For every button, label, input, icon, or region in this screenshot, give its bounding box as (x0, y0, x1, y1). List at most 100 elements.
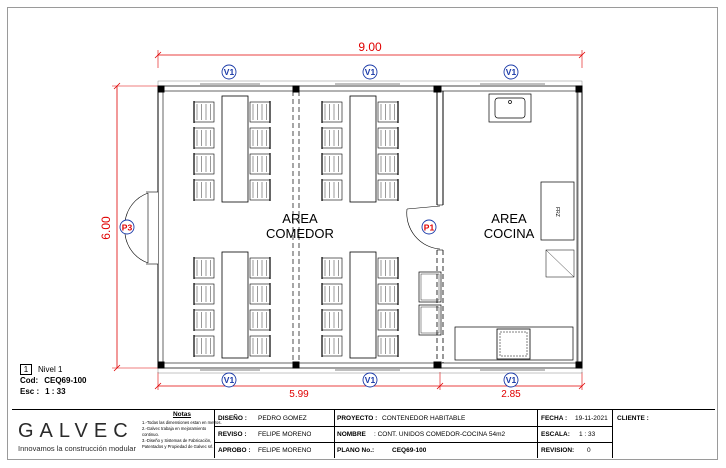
window-tag-v1: V1 (362, 372, 378, 388)
code-value: CEQ69-100 (44, 376, 87, 385)
fecha-label: FECHA : (541, 415, 568, 422)
dining-table (221, 95, 249, 203)
chair (193, 257, 215, 279)
chair (249, 179, 271, 201)
chair (321, 283, 343, 305)
proyecto-value: CONTENEDOR HABITABLE (382, 415, 466, 422)
note-3: 3.-Diseño y Sistemas de Fabricación, Pat… (142, 438, 214, 449)
total-width-label: 9.00 (358, 40, 382, 54)
door-p1 (406, 204, 443, 251)
fecha-value: 19-11-2021 (575, 415, 608, 422)
door-tag-p1: P1 (421, 219, 437, 235)
reviso-label: REVISO : (218, 431, 247, 438)
chair (321, 257, 343, 279)
chair (249, 257, 271, 279)
escala-value: 1 : 33 (579, 431, 596, 438)
revision-value: 0 (587, 447, 591, 454)
chair (321, 153, 343, 175)
nombre-label: NOMBRE (337, 431, 366, 438)
level-name: Nivel 1 (38, 365, 63, 374)
dining-table (349, 251, 377, 359)
plano-value: CEQ69-100 (392, 447, 427, 454)
window-tag-v1: V1 (503, 372, 519, 388)
diseno-label: DISEÑO : (218, 415, 247, 422)
chair (321, 335, 343, 357)
window-tag-v1: V1 (221, 64, 237, 80)
plano-label: PLANO No.: (337, 447, 375, 454)
dining-table-set (193, 251, 271, 359)
dining-table-set (321, 95, 399, 203)
chair (377, 179, 399, 201)
notes-title: Notas (172, 411, 192, 418)
scale-label: Esc : (20, 387, 40, 396)
chair (249, 101, 271, 123)
chair (193, 127, 215, 149)
dining-table (349, 95, 377, 203)
aprobo-label: APROBO : (218, 447, 251, 454)
window-tag-label: V1 (506, 67, 517, 77)
area-cocina-line1: AREA (491, 211, 527, 226)
fridge-label: FRZ (554, 207, 560, 217)
dining-table-set (193, 95, 271, 203)
door-p1-label: P1 (424, 223, 435, 233)
escala-label: ESCALA: (541, 431, 570, 438)
chair (193, 283, 215, 305)
chair (193, 101, 215, 123)
chair (193, 179, 215, 201)
chair (377, 309, 399, 331)
dimension-total-depth: 6.00 (99, 82, 158, 372)
chair (377, 127, 399, 149)
logo-tagline: Innovamos la construcción modular (18, 444, 136, 453)
chair (249, 335, 271, 357)
nombre-value: : CONT. UNIDOS COMEDOR-COCINA 54m2 (374, 431, 506, 438)
chair (193, 309, 215, 331)
chair (321, 309, 343, 331)
area-cocina-line2: COCINA (484, 226, 535, 241)
window-tag-label: V1 (224, 375, 235, 385)
dining-table (221, 251, 249, 359)
total-depth-label: 6.00 (99, 216, 113, 240)
drawing-frame (7, 7, 718, 460)
area-comedor-line1: AREA (282, 211, 318, 226)
diseno-value: PEDRO GOMEZ (258, 415, 307, 422)
dimension-total-width: 9.00 (154, 40, 586, 68)
revision-label: REVISION: (541, 447, 575, 454)
company-logo: GALVEC Innovamos la construcción modular (18, 420, 158, 453)
chair (377, 153, 399, 175)
level-number: 1 (20, 364, 32, 375)
door-tag-p3: P3 (119, 219, 135, 235)
scale-value: 1 : 33 (45, 387, 66, 396)
proyecto-label: PROYECTO : (337, 415, 378, 422)
chair (249, 127, 271, 149)
reviso-value: FELIPE MORENO (258, 431, 312, 438)
logo-text: GALVEC (18, 420, 134, 442)
window-tag-label: V1 (365, 375, 376, 385)
chair (193, 153, 215, 175)
area-comedor-line2: COMEDOR (266, 226, 334, 241)
cliente-label: CLIENTE : (617, 415, 649, 422)
comedor-width-label: 5.99 (289, 389, 309, 400)
door-p3 (124, 191, 158, 265)
note-1: 1.-Todas las dimensiones estan en metros… (142, 420, 222, 425)
chair (321, 127, 343, 149)
window-tag-v1: V1 (221, 372, 237, 388)
door-p3-label: P3 (122, 223, 133, 233)
chair (377, 257, 399, 279)
note-2: 2.-Galvec trabaja en mejoramiento contin… (142, 426, 207, 437)
aprobo-value: FELIPE MORENO (258, 447, 312, 454)
chair (321, 179, 343, 201)
chair (377, 283, 399, 305)
window-tag-v1: V1 (503, 64, 519, 80)
chair (249, 283, 271, 305)
chair (249, 153, 271, 175)
dining-table-set (321, 251, 399, 359)
window-tag-label: V1 (365, 67, 376, 77)
chair (377, 101, 399, 123)
chair (377, 335, 399, 357)
walls (157, 80, 583, 374)
chair (321, 101, 343, 123)
dining-furniture (193, 95, 399, 359)
